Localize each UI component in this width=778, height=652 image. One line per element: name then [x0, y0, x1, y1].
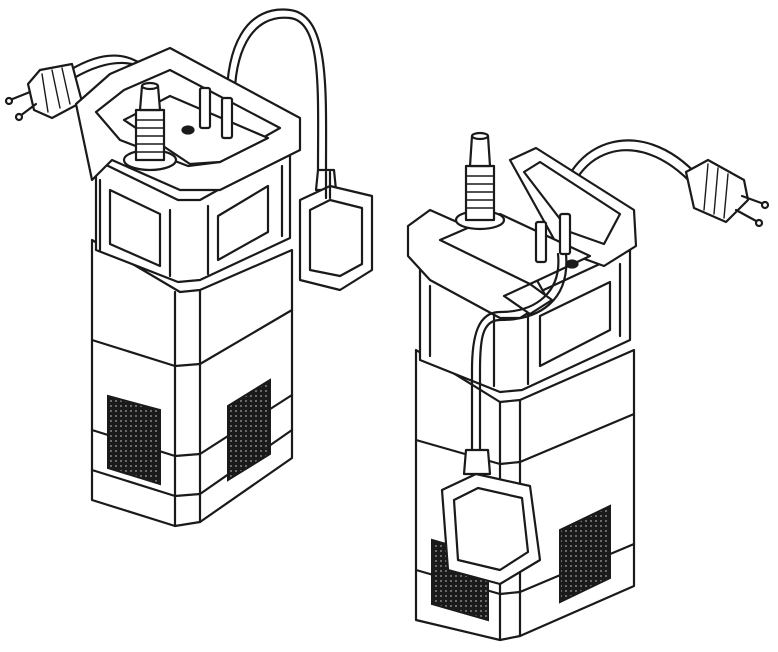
outlet-fitting-left	[122, 81, 178, 172]
intake-grille-right-b	[559, 504, 611, 604]
outlet-fitting-right	[454, 131, 506, 231]
float-switch-left	[298, 168, 374, 292]
float-cable-right	[478, 252, 568, 452]
pump-left	[4, 8, 374, 528]
pump-right	[406, 131, 770, 642]
intake-grille-left-b	[227, 378, 271, 482]
plug-left	[4, 62, 84, 122]
pump-body-left	[90, 238, 294, 528]
float-cable-left	[225, 8, 328, 172]
plug-right	[684, 158, 770, 228]
intake-grille-left-a	[107, 394, 161, 486]
float-switch-right	[440, 448, 542, 586]
